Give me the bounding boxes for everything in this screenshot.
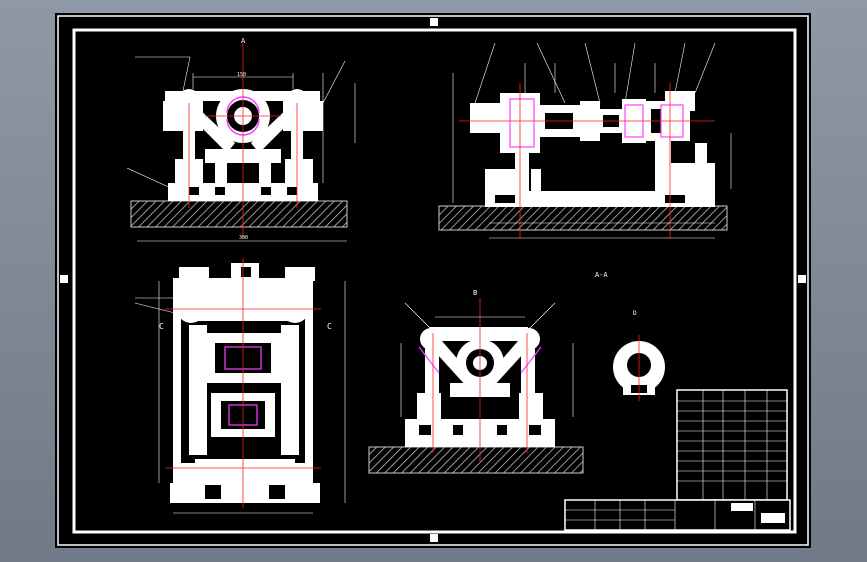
- ground-section: [130, 200, 348, 228]
- svg-text:D: D: [633, 310, 637, 317]
- side-view[interactable]: A-A: [438, 42, 732, 279]
- detail-view[interactable]: D: [613, 310, 665, 401]
- ground-section: [438, 205, 728, 231]
- svg-text:300: 300: [239, 235, 248, 241]
- svg-text:150: 150: [237, 72, 246, 78]
- cad-viewport[interactable]: A 150 300: [55, 13, 811, 548]
- section-marker-left: C: [159, 322, 164, 331]
- svg-text:B: B: [473, 289, 477, 297]
- top-view[interactable]: C C: [134, 258, 346, 514]
- svg-text:A: A: [241, 37, 246, 45]
- svg-text:A-A: A-A: [595, 271, 608, 279]
- section-view[interactable]: B: [368, 289, 584, 474]
- front-view[interactable]: A 150 300: [126, 37, 356, 242]
- ground-section: [368, 446, 584, 474]
- title-block[interactable]: [564, 389, 791, 531]
- drawing-frame: [57, 15, 809, 546]
- section-marker-right: C: [327, 322, 332, 331]
